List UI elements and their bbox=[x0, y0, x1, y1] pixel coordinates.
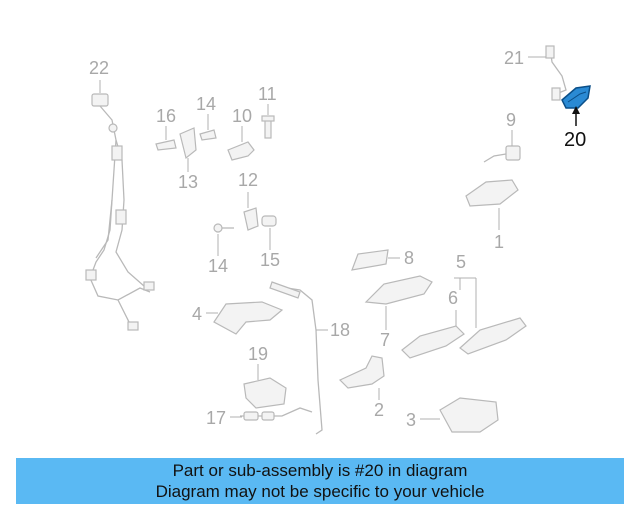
part-21-bracket bbox=[545, 45, 567, 101]
callout-16: 16 bbox=[156, 106, 176, 126]
callout-21: 21 bbox=[504, 48, 524, 68]
part-9-switch bbox=[483, 145, 521, 163]
part-22-wiring-harness bbox=[85, 93, 155, 331]
callout-2: 2 bbox=[374, 400, 384, 420]
callout-9: 9 bbox=[506, 110, 516, 130]
callout-5: 5 bbox=[456, 252, 466, 272]
part-17-rod bbox=[240, 407, 313, 421]
callout-14-bottom: 14 bbox=[208, 256, 228, 276]
callout-10: 10 bbox=[232, 106, 252, 126]
part-13-bracket bbox=[179, 127, 197, 160]
callout-18: 18 bbox=[330, 320, 350, 340]
part-3-latch-housing bbox=[439, 397, 499, 433]
part-14-clip bbox=[199, 129, 217, 141]
part-14-screw bbox=[213, 223, 234, 233]
callout-15: 15 bbox=[260, 250, 280, 270]
part-12-latch bbox=[243, 207, 259, 231]
callout-17: 17 bbox=[206, 408, 226, 428]
part-6-handle-strip bbox=[401, 325, 465, 359]
callout-20-highlighted: 20 bbox=[564, 129, 586, 151]
part-2-lock-cylinder bbox=[338, 355, 385, 389]
part-1-lamp-housing bbox=[465, 179, 519, 207]
info-banner: Part or sub-assembly is #20 in diagram D… bbox=[16, 458, 624, 504]
part-4-handle-cover bbox=[213, 301, 284, 335]
banner-line-1: Part or sub-assembly is #20 in diagram bbox=[172, 461, 468, 480]
part-5-handle-assembly bbox=[459, 317, 527, 355]
part-19-lock-actuator bbox=[243, 377, 287, 409]
callout-22: 22 bbox=[89, 58, 109, 78]
callout-6: 6 bbox=[448, 288, 458, 308]
part-8-handle-bezel bbox=[351, 249, 389, 271]
callout-7: 7 bbox=[380, 330, 390, 350]
callout-13: 13 bbox=[178, 172, 198, 192]
callout-12: 12 bbox=[238, 170, 258, 190]
callout-11: 11 bbox=[258, 84, 277, 104]
part-16-pin bbox=[155, 139, 177, 151]
callout-19: 19 bbox=[248, 344, 268, 364]
part-7-outer-handle bbox=[364, 275, 433, 305]
callout-14-top: 14 bbox=[196, 94, 216, 114]
banner-line-2: Diagram may not be specific to your vehi… bbox=[155, 482, 485, 501]
part-18-cable bbox=[269, 281, 323, 435]
callout-1: 1 bbox=[494, 232, 504, 252]
part-10-bracket bbox=[227, 141, 255, 161]
callout-3: 3 bbox=[406, 410, 416, 430]
parts-diagram: 22 16 13 14 10 11 12 14 15 bbox=[85, 45, 591, 435]
part-15-plug bbox=[261, 215, 277, 227]
part-11-bolt bbox=[261, 115, 275, 139]
part-20-highlighted bbox=[561, 85, 591, 126]
callout-4: 4 bbox=[192, 304, 202, 324]
callout-8: 8 bbox=[404, 248, 414, 268]
